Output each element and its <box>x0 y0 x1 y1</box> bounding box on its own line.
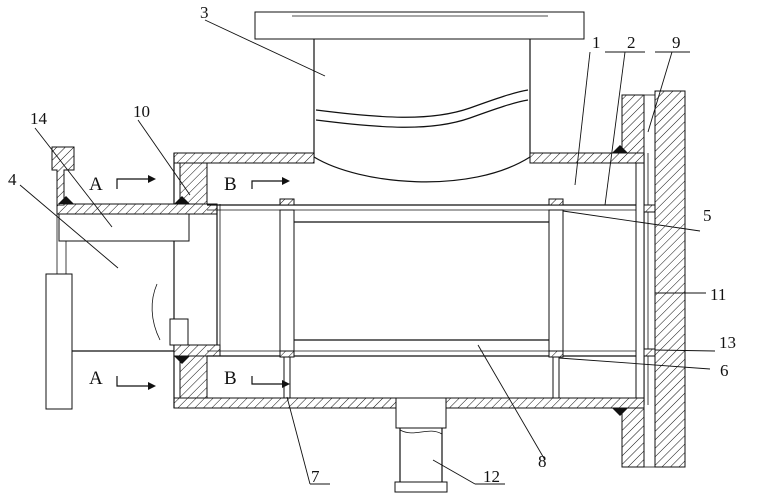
leader-lines <box>19 19 716 485</box>
label-part-8: 8 <box>538 452 547 471</box>
label-part-9: 9 <box>672 33 681 52</box>
section-label-a-top: A <box>89 174 103 195</box>
weld-marks <box>58 145 628 416</box>
filter-frame-part-8 <box>279 198 564 399</box>
section-label-b-bottom: B <box>224 368 237 389</box>
label-part-6: 6 <box>720 361 729 380</box>
label-part-11: 11 <box>710 285 726 304</box>
outer-housing-part-1 <box>173 152 645 409</box>
section-marks <box>116 175 290 390</box>
label-part-14: 14 <box>30 109 48 128</box>
label-part-2: 2 <box>627 33 636 52</box>
top-inlet-part-3 <box>254 11 585 183</box>
seal-block-part-10 <box>179 162 208 399</box>
right-ring-part-13 <box>635 162 656 399</box>
inner-tube-part-2 <box>207 204 644 357</box>
right-wall-part-11 <box>621 90 686 468</box>
bottom-outlet-part-12 <box>394 397 448 493</box>
label-part-7: 7 <box>311 467 320 486</box>
label-part-5: 5 <box>703 206 712 225</box>
label-part-13: 13 <box>719 333 736 352</box>
left-flange-part-4 <box>45 146 189 410</box>
label-part-1: 1 <box>592 33 601 52</box>
label-part-3: 3 <box>200 3 209 22</box>
label-part-12: 12 <box>483 467 500 486</box>
inlet-pipe-part-14 <box>56 203 221 357</box>
label-part-4: 4 <box>8 170 17 189</box>
section-label-a-bottom: A <box>89 368 103 389</box>
label-part-10: 10 <box>133 102 150 121</box>
section-label-b-top: B <box>224 174 237 195</box>
